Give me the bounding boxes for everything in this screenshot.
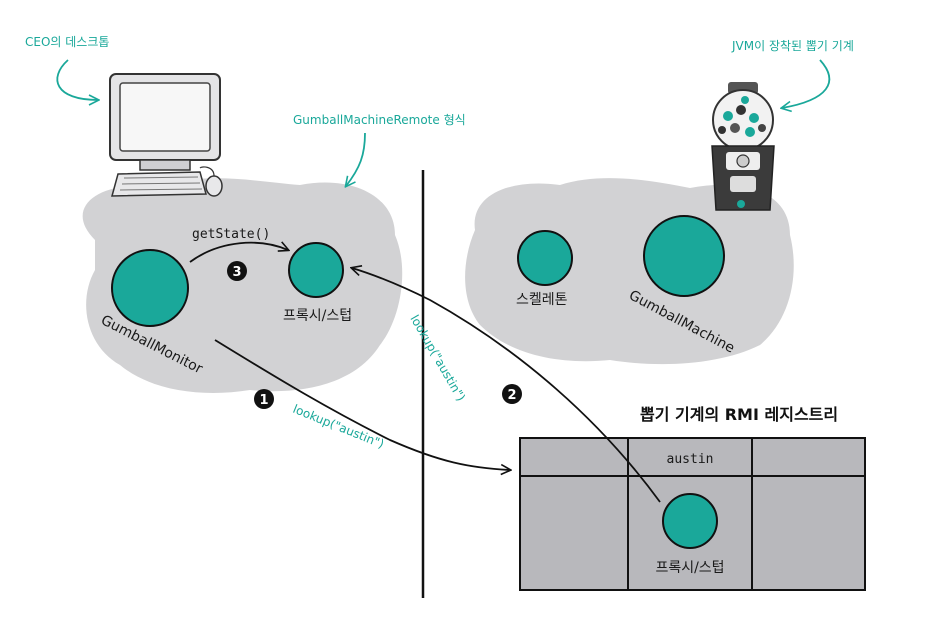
step-2-number: 2 bbox=[507, 388, 516, 403]
lookup-return-arrow bbox=[352, 268, 661, 503]
client-proxy-node bbox=[288, 242, 344, 298]
gumball-jvm-annotation: JVM이 장착된 뽑기 기계 bbox=[731, 39, 854, 53]
server-cloud bbox=[465, 178, 794, 365]
client-proxy-label: 프록시/스텁 bbox=[283, 308, 352, 324]
gumball-monitor-node bbox=[111, 249, 189, 327]
lookup-2-label: lookup("austin") bbox=[407, 313, 468, 404]
gumball-machine-node bbox=[643, 215, 725, 297]
step-1-number: 1 bbox=[259, 393, 268, 408]
step-1-badge bbox=[254, 389, 274, 409]
getstate-arrow bbox=[189, 243, 288, 263]
lookup-request-arrow bbox=[214, 339, 510, 470]
registry-entry-name: austin bbox=[667, 452, 714, 467]
getstate-label: getState() bbox=[192, 227, 270, 242]
gumball-annotation-arrow bbox=[782, 59, 831, 108]
ceo-desktop-annotation: CEO의 데스크톱 bbox=[25, 35, 109, 49]
step-2-badge bbox=[502, 384, 522, 404]
skeleton-node bbox=[517, 230, 573, 286]
computer-icon bbox=[109, 73, 223, 197]
gumball-machine-icon bbox=[711, 82, 775, 211]
skeleton-label: 스켈레톤 bbox=[516, 292, 568, 308]
ceo-cloud bbox=[82, 178, 403, 393]
registry-title: 뽑기 기계의 RMI 레지스트리 bbox=[640, 405, 838, 424]
remote-annotation-arrow bbox=[346, 132, 366, 186]
registry-proxy-label: 프록시/스텁 bbox=[655, 560, 724, 576]
remote-form-annotation: GumballMachineRemote 형식 bbox=[293, 113, 466, 127]
step-3-badge bbox=[227, 261, 247, 281]
step-3-number: 3 bbox=[232, 265, 241, 280]
registry-proxy-node bbox=[662, 493, 718, 549]
ceo-annotation-arrow bbox=[56, 59, 98, 100]
lookup-1-label: lookup("austin") bbox=[291, 402, 386, 451]
